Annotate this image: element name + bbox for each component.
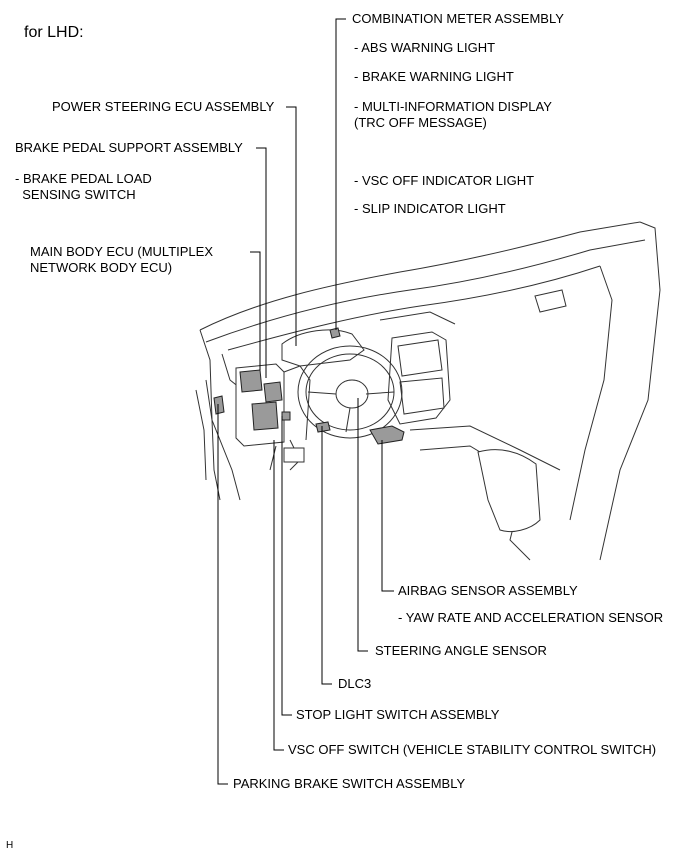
label-combination-meter: COMBINATION METER ASSEMBLY	[352, 11, 564, 26]
label-brake-pedal-load-sensing-switch: - BRAKE PEDAL LOAD SENSING SWITCH	[15, 171, 152, 202]
label-multi-information-display: - MULTI-INFORMATION DISPLAY (TRC OFF MES…	[354, 99, 552, 130]
label-stop-light-switch: STOP LIGHT SWITCH ASSEMBLY	[296, 707, 500, 722]
label-dlc3: DLC3	[338, 676, 372, 691]
label-slip-indicator-light: - SLIP INDICATOR LIGHT	[354, 201, 506, 216]
label-vsc-off-switch: VSC OFF SWITCH (VEHICLE STABILITY CONTRO…	[288, 742, 657, 757]
label-power-steering-ecu: POWER STEERING ECU ASSEMBLY	[52, 99, 275, 114]
label-vsc-off-indicator-light: - VSC OFF INDICATOR LIGHT	[354, 173, 535, 188]
label-airbag-sensor: AIRBAG SENSOR ASSEMBLY	[398, 583, 578, 598]
label-steering-angle-sensor: STEERING ANGLE SENSOR	[375, 643, 547, 658]
label-brake-warning-light: - BRAKE WARNING LIGHT	[354, 69, 514, 84]
label-main-body-ecu: MAIN BODY ECU (MULTIPLEX NETWORK BODY EC…	[30, 244, 213, 275]
label-abs-warning-light: - ABS WARNING LIGHT	[354, 40, 496, 55]
label-brake-pedal-support: BRAKE PEDAL SUPPORT ASSEMBLY	[15, 140, 243, 155]
label-parking-brake-switch: PARKING BRAKE SWITCH ASSEMBLY	[233, 776, 466, 791]
page-title: for LHD:	[24, 24, 84, 41]
figure-code: H	[6, 840, 14, 851]
label-yaw-rate-sensor: - YAW RATE AND ACCELERATION SENSOR	[398, 610, 664, 625]
